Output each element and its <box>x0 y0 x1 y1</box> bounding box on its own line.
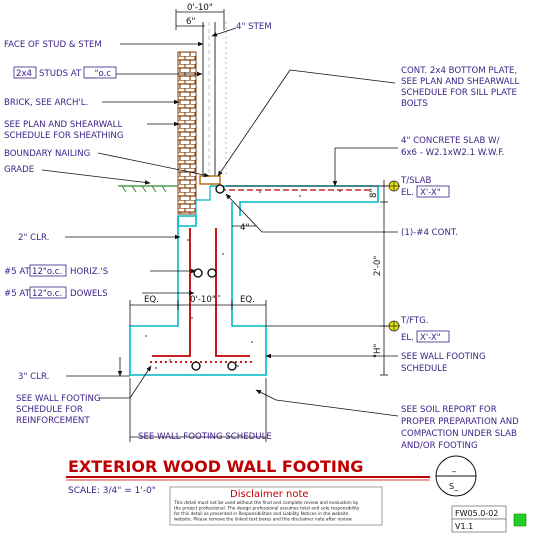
dim-8in: 8" <box>369 189 379 198</box>
cont-bar-label: (1)-#4 CONT. <box>401 228 458 238</box>
disclaimer-line-1: This detail must not be used without the… <box>173 500 359 506</box>
horiz-bars-label: #5 AT 12"o.c. HORIZ.'S <box>4 264 108 277</box>
horiz-bars-spacing-box: 12"o.c. <box>32 267 62 277</box>
slab-elevation: EL. X'-X" <box>401 185 450 198</box>
bottom-plate-label-4: BOLTS <box>401 99 428 109</box>
detail-code: FW05.0-02 <box>455 509 498 518</box>
dowels-suffix: DOWELS <box>70 289 108 299</box>
grade-line <box>118 185 178 193</box>
studs-text: STUDS AT <box>39 69 82 79</box>
stem-4in-label: 4" STEM <box>236 22 272 32</box>
elevation-marker-slab <box>388 180 400 192</box>
clr-3in-label: 3" CLR. <box>18 372 49 382</box>
disclaimer-line-3: for this detail as presented in Responsi… <box>174 511 349 517</box>
sheathing-label-1: SEE PLAN AND SHEARWALL <box>4 120 122 130</box>
disclaimer-heading: Disclaimer note <box>230 489 309 500</box>
dowels-prefix: #5 AT <box>4 289 31 299</box>
detail-id-block: FW05.0-02 V1.1 <box>451 505 527 533</box>
detail-version: V1.1 <box>455 522 473 531</box>
see-wf-reinf-1: SEE WALL FOOTING <box>16 394 101 404</box>
dim-2-0: 2'-0" <box>373 256 383 276</box>
disclaimer-line-2: the project professional. The design pro… <box>174 506 360 512</box>
rebar-dots <box>191 184 237 371</box>
footing-el-value-box: X'-X" <box>420 333 441 343</box>
disclaimer-note: Disclaimer note This detail must not be … <box>169 486 383 526</box>
leaders <box>41 9 400 442</box>
eq-left: EQ. <box>144 295 159 305</box>
footing-el-prefix: EL. <box>401 333 414 343</box>
dim-0-10-mid: 0'-10" <box>190 295 216 305</box>
studs-label: 2x4 STUDS AT __"o.c <box>13 66 117 79</box>
status-badge <box>513 513 527 527</box>
soil-label-2: PROPER PREPARATION AND <box>401 417 519 427</box>
see-wfs-1: SEE WALL FOOTING <box>401 352 486 362</box>
eq-right: EQ. <box>240 295 255 305</box>
bottom-plate-label-3: SCHEDULE FOR SILL PLATE <box>401 88 517 98</box>
concrete-stem-and-footing <box>129 185 379 376</box>
footing-elevation: EL. X'-X" <box>401 330 450 343</box>
bottom-plate-label-2: SEE PLAN AND SHEARWALL <box>401 77 519 87</box>
drawing-title: EXTERIOR WOOD WALL FOOTING <box>68 457 363 476</box>
tftg-label: T/FTG. <box>400 316 429 326</box>
slab-el-value-box: X'-X" <box>420 188 441 198</box>
see-wf-reinf-3: REINFORCEMENT <box>16 416 90 426</box>
tslab-label: T/SLAB <box>400 176 431 186</box>
face-of-stud-label: FACE OF STUD & STEM <box>4 40 102 50</box>
studs-spacing-box: __"o.c <box>85 69 111 79</box>
slab-label-2: 6x6 - W2.1xW2.1 W.W.F. <box>401 148 505 158</box>
reference-bubble: _ S_ <box>435 455 477 497</box>
dim-4in: 4" <box>240 223 249 233</box>
see-wfs-2: SCHEDULE <box>401 364 447 374</box>
dowels-label: #5 AT 12"o.c. DOWELS <box>4 286 108 299</box>
dim-6in: 6" <box>186 17 195 27</box>
stud-wall <box>199 22 227 185</box>
slab-label-1: 4" CONCRETE SLAB W/ <box>401 136 500 146</box>
brick-label: BRICK, SEE ARCH'L. <box>4 98 88 108</box>
see-wf-reinf-2: SCHEDULE FOR <box>16 405 83 415</box>
clr-2in-label: 2" CLR. <box>18 233 49 243</box>
bottom-plate-label-1: CONT. 2x4 BOTTOM PLATE, <box>401 66 517 76</box>
elevation-marker-footing <box>388 320 400 332</box>
dim-h: "H" <box>373 344 383 358</box>
boundary-nailing-label: BOUNDARY NAILING <box>4 149 90 159</box>
brick-veneer <box>177 51 197 215</box>
soil-label-4: AND/OR FOOTING <box>401 441 478 451</box>
dim-0-10-top: 0'-10" <box>187 3 213 13</box>
slab-el-prefix: EL. <box>401 188 414 198</box>
bottom-dim-label: SEE WALL FOOTING SCHEDULE <box>138 432 272 442</box>
ref-bubble-bottom: S_ <box>449 482 459 491</box>
disclaimer-line-4: website. Please remove the linked text b… <box>174 517 353 523</box>
soil-label-3: COMPACTION UNDER SLAB <box>401 429 517 439</box>
dowels-spacing-box: 12"o.c. <box>32 289 62 299</box>
scale-label: SCALE: 3/4" = 1'-0" <box>68 486 156 496</box>
ref-bubble-top: _ <box>451 463 457 472</box>
grade-label: GRADE <box>4 165 34 175</box>
sheathing-label-2: SCHEDULE FOR SHEATHING <box>4 131 124 141</box>
soil-label-1: SEE SOIL REPORT FOR <box>401 405 497 415</box>
studs-size-box: 2x4 <box>16 69 32 79</box>
horiz-bars-prefix: #5 AT <box>4 267 31 277</box>
horiz-bars-suffix: HORIZ.'S <box>70 267 108 277</box>
